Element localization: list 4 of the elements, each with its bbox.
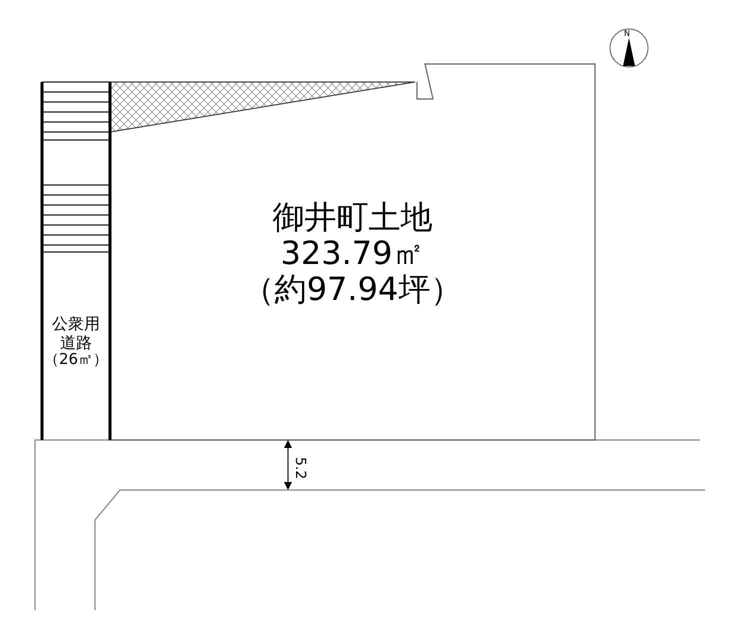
compass-letter: N — [624, 30, 630, 38]
lot-outline — [110, 64, 595, 440]
road-strip — [42, 82, 110, 440]
dimension-value: 5.2 — [293, 457, 307, 480]
